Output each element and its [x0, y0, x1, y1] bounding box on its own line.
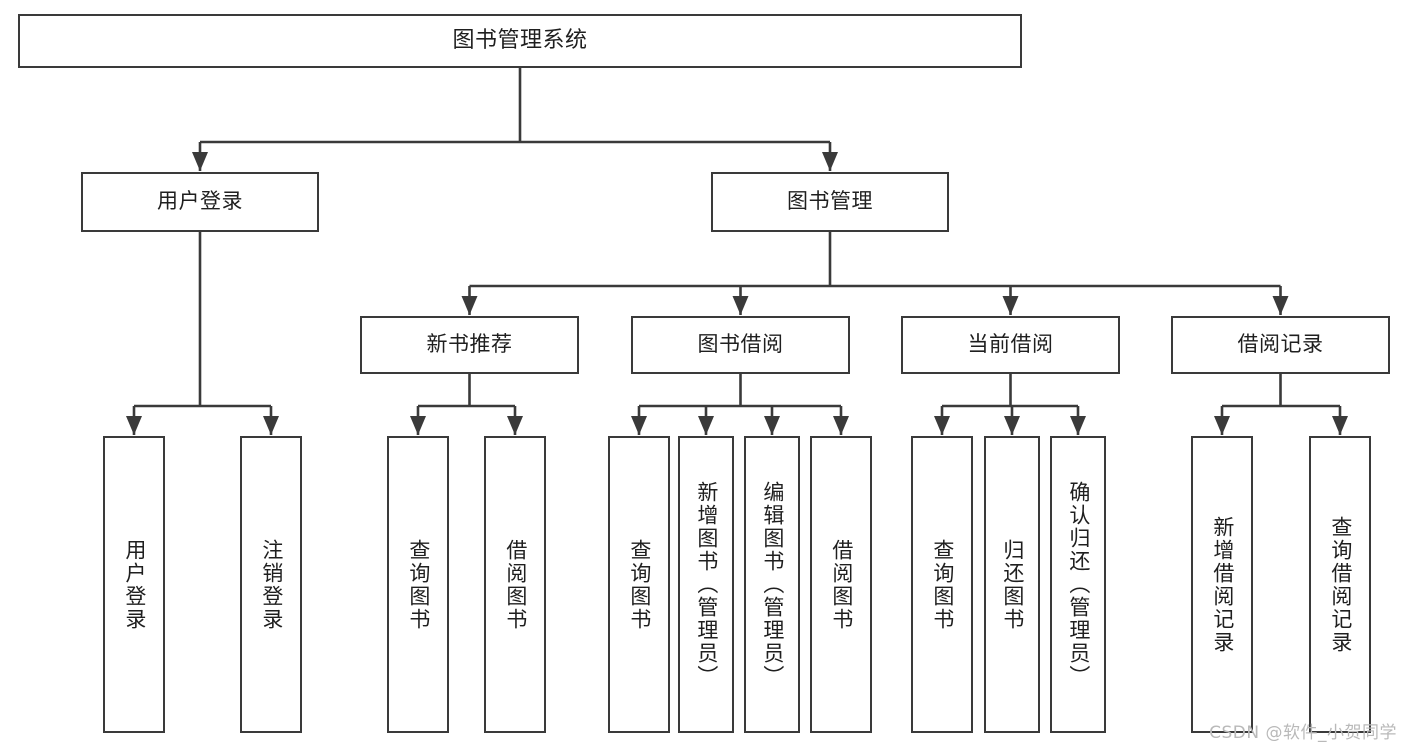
arrow-head-book-borrow-2 — [764, 416, 780, 435]
node-label: 借阅图书 — [503, 538, 528, 631]
node-leaf-edit-book[interactable]: 编辑图书（管理员） — [744, 436, 800, 733]
node-label: 图书借阅 — [697, 332, 784, 357]
node-leaf-logout[interactable]: 注销登录 — [240, 436, 302, 733]
arrow-head-current-borrow-1 — [1004, 416, 1020, 435]
arrow-head-user-login-0 — [126, 416, 142, 435]
node-label: 用户登录 — [157, 189, 243, 214]
node-label: 新增图书（管理员） — [694, 481, 719, 688]
node-leaf-user-login[interactable]: 用户登录 — [103, 436, 165, 733]
arrow-head-current-borrow-0 — [934, 416, 950, 435]
node-label: 图书管理系统 — [452, 27, 588, 53]
node-label: 新增借阅记录 — [1210, 515, 1235, 654]
arrow-head-root-1 — [822, 152, 838, 171]
node-new-book-rec[interactable]: 新书推荐 — [360, 316, 579, 374]
node-label: 查询借阅记录 — [1328, 515, 1353, 654]
node-current-borrow[interactable]: 当前借阅 — [901, 316, 1120, 374]
node-label: 查询图书 — [930, 538, 955, 631]
node-user-login[interactable]: 用户登录 — [81, 172, 319, 232]
node-label: 借阅记录 — [1237, 332, 1324, 357]
arrow-head-book-mgmt-0 — [461, 296, 478, 315]
arrow-head-book-borrow-1 — [698, 416, 714, 435]
arrow-head-borrow-record-1 — [1332, 416, 1348, 435]
node-leaf-query-record[interactable]: 查询借阅记录 — [1309, 436, 1371, 733]
arrow-head-book-borrow-3 — [833, 416, 849, 435]
node-leaf-return-book[interactable]: 归还图书 — [984, 436, 1040, 733]
node-label: 查询图书 — [406, 538, 431, 631]
arrow-head-borrow-record-0 — [1214, 416, 1230, 435]
node-borrow-record[interactable]: 借阅记录 — [1171, 316, 1390, 374]
arrow-head-new-book-rec-0 — [410, 416, 426, 435]
node-label: 查询图书 — [627, 538, 652, 631]
node-leaf-confirm-return[interactable]: 确认归还（管理员） — [1050, 436, 1106, 733]
node-label: 借阅图书 — [829, 538, 854, 631]
node-leaf-borrow-book-1[interactable]: 借阅图书 — [484, 436, 546, 733]
arrow-head-book-mgmt-3 — [1272, 296, 1289, 315]
watermark: CSDN @软件_小贺同学 — [1209, 723, 1397, 743]
arrow-head-user-login-1 — [263, 416, 279, 435]
node-label: 归还图书 — [1000, 538, 1025, 631]
node-book-mgmt[interactable]: 图书管理 — [711, 172, 949, 232]
arrow-head-new-book-rec-1 — [507, 416, 523, 435]
arrow-head-root-0 — [192, 152, 208, 171]
node-label: 图书管理 — [787, 189, 873, 214]
node-label: 当前借阅 — [967, 332, 1054, 357]
node-label: 注销登录 — [259, 538, 284, 631]
node-label: 用户登录 — [122, 538, 147, 631]
node-label: 确认归还（管理员） — [1066, 481, 1091, 688]
node-leaf-query-book-2[interactable]: 查询图书 — [608, 436, 670, 733]
node-leaf-query-book-1[interactable]: 查询图书 — [387, 436, 449, 733]
node-leaf-add-book[interactable]: 新增图书（管理员） — [678, 436, 734, 733]
node-leaf-borrow-book-2[interactable]: 借阅图书 — [810, 436, 872, 733]
node-label: 编辑图书（管理员） — [760, 481, 785, 688]
arrow-head-book-mgmt-2 — [1002, 296, 1019, 315]
arrow-head-book-mgmt-1 — [732, 296, 749, 315]
node-book-borrow[interactable]: 图书借阅 — [631, 316, 850, 374]
arrow-head-current-borrow-2 — [1070, 416, 1086, 435]
arrow-head-book-borrow-0 — [631, 416, 647, 435]
node-root[interactable]: 图书管理系统 — [18, 14, 1022, 68]
node-leaf-query-book-3[interactable]: 查询图书 — [911, 436, 973, 733]
node-label: 新书推荐 — [426, 332, 513, 357]
node-leaf-add-record[interactable]: 新增借阅记录 — [1191, 436, 1253, 733]
